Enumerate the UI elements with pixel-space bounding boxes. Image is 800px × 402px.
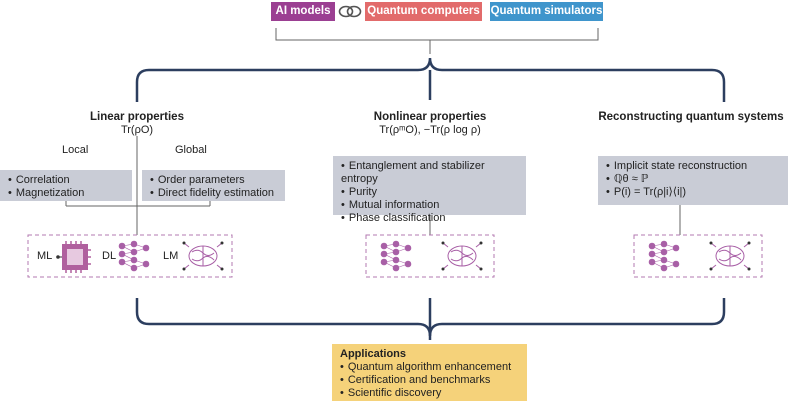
nonlinear-title: Nonlinear properties — [373, 111, 487, 123]
applications-item: Scientific discovery — [340, 387, 519, 400]
global-box: Order parameters Direct fidelity estimat… — [142, 170, 285, 201]
model-label-ml: ML — [37, 250, 53, 262]
chip-icon — [56, 241, 91, 273]
brain-icon — [182, 241, 224, 271]
tag-quantum-computers: Quantum computers — [365, 2, 482, 21]
local-item: Magnetization — [8, 187, 124, 200]
model-label-lm: LM — [163, 250, 179, 262]
nonlinear-item: Mutual information — [341, 199, 518, 212]
applications-item: Certification and benchmarks — [340, 374, 519, 387]
tag-ai-models: AI models — [271, 2, 335, 21]
brain-icon-nonlinear — [441, 241, 483, 271]
applications-item: Quantum algorithm enhancement — [340, 361, 519, 374]
applications-title: Applications — [340, 348, 407, 360]
reconstruct-item: Implicit state reconstruction — [606, 160, 780, 173]
linear-formula: Tr(ρO) — [120, 124, 154, 136]
model-label-dl: DL — [102, 250, 117, 262]
reconstruct-item: P(i) = Tr(ρ|i⟩⟨i|) — [606, 186, 780, 199]
reconstruct-box: Implicit state reconstruction ℚθ ≈ ℙ P(i… — [598, 156, 788, 205]
local-box: Correlation Magnetization — [0, 170, 132, 201]
neural-network-icon-nonlinear — [380, 240, 412, 272]
linear-title: Linear properties — [90, 111, 184, 123]
nonlinear-item: Entanglement and stabilizer entropy — [341, 160, 518, 186]
reconstruct-title: Reconstructing quantum systems — [598, 111, 784, 123]
nonlinear-item: Purity — [341, 186, 518, 199]
global-item: Direct fidelity estimation — [150, 187, 277, 200]
neural-network-icon-reconstruct — [648, 240, 680, 272]
reconstruct-item: ℚθ ≈ ℙ — [606, 173, 780, 186]
tag-quantum-simulators: Quantum simulators — [490, 2, 603, 21]
neural-network-icon — [118, 240, 150, 272]
global-label: Global — [175, 144, 207, 156]
nonlinear-box: Entanglement and stabilizer entropy Puri… — [333, 156, 526, 224]
link-icon — [338, 5, 362, 18]
nonlinear-item: Phase classification — [341, 212, 518, 225]
global-item: Order parameters — [150, 174, 277, 187]
local-label: Local — [62, 144, 89, 156]
local-item: Correlation — [8, 174, 124, 187]
nonlinear-formula: Tr(ρᵐO), −Tr(ρ log ρ) — [379, 124, 481, 136]
brain-icon-reconstruct — [709, 241, 751, 271]
applications-box: Applications Quantum algorithm enhanceme… — [332, 344, 527, 401]
